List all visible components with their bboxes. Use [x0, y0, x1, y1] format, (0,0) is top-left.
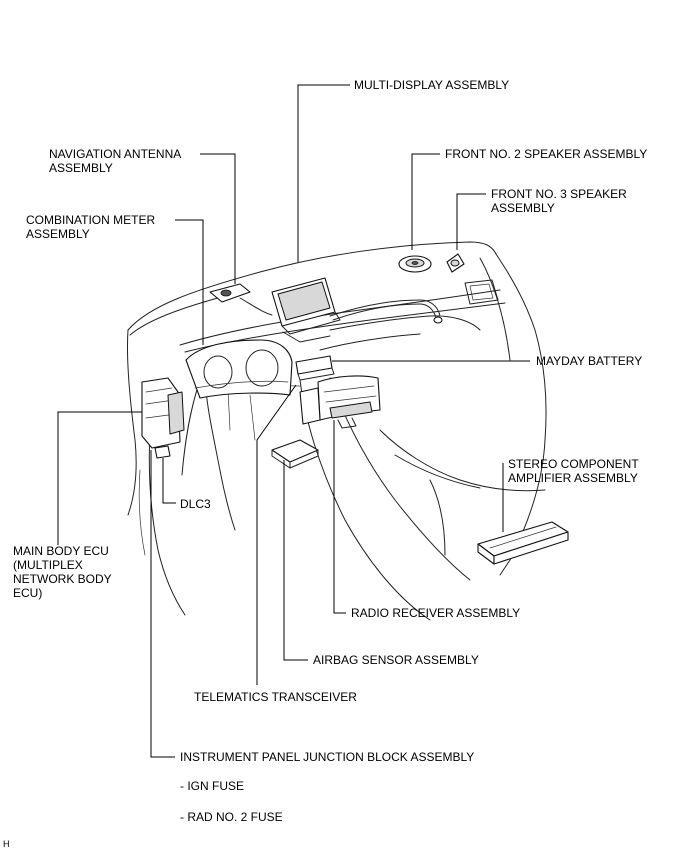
label-stereo-component-amplifier-assembly: STEREO COMPONENT AMPLIFIER ASSEMBLY: [508, 457, 639, 485]
label-radio-receiver-assembly: RADIO RECEIVER ASSEMBLY: [351, 606, 521, 620]
airbag-sensor-drawing: [271, 439, 319, 469]
front-no3-speaker-drawing: [446, 253, 465, 273]
mayday-battery-drawing: [295, 355, 335, 381]
front-no2-speaker-drawing: [398, 255, 432, 273]
navigation-antenna-drawing: [209, 283, 273, 316]
combination-meter-drawing: [185, 339, 293, 399]
radio-receiver-drawing: [299, 375, 381, 429]
label-navigation-antenna-assembly: NAVIGATION ANTENNA ASSEMBLY: [49, 147, 182, 175]
stereo-amplifier-drawing: [477, 521, 569, 565]
label-ign-fuse: - IGN FUSE: [180, 779, 245, 793]
label-combination-meter-assembly: COMBINATION METER ASSEMBLY: [26, 213, 156, 241]
wire-harness: [329, 299, 443, 324]
label-airbag-sensor-assembly: AIRBAG SENSOR ASSEMBLY: [313, 653, 479, 667]
label-rad-no2-fuse: - RAD NO. 2 FUSE: [180, 810, 283, 824]
label-front-no2-speaker-assembly: FRONT NO. 2 SPEAKER ASSEMBLY: [445, 147, 648, 161]
corner-mark: H: [3, 839, 10, 849]
label-main-body-ecu: MAIN BODY ECU (MULTIPLEX NETWORK BODY EC…: [13, 544, 112, 600]
instrument-panel-outline: [126, 241, 547, 621]
multi-display-drawing: [271, 277, 341, 343]
main-body-ecu-drawing: [141, 377, 185, 459]
label-multi-display-assembly: MULTI-DISPLAY ASSEMBLY: [354, 78, 510, 92]
leader-lines: [57, 84, 530, 758]
label-dlc3: DLC3: [180, 497, 211, 511]
label-instrument-panel-junction-block-assembly: INSTRUMENT PANEL JUNCTION BLOCK ASSEMBLY: [180, 750, 475, 764]
label-front-no3-speaker-assembly: FRONT NO. 3 SPEAKER ASSEMBLY: [491, 187, 627, 215]
label-mayday-battery: MAYDAY BATTERY: [536, 354, 643, 368]
label-telematics-transceiver: TELEMATICS TRANSCEIVER: [194, 690, 357, 704]
